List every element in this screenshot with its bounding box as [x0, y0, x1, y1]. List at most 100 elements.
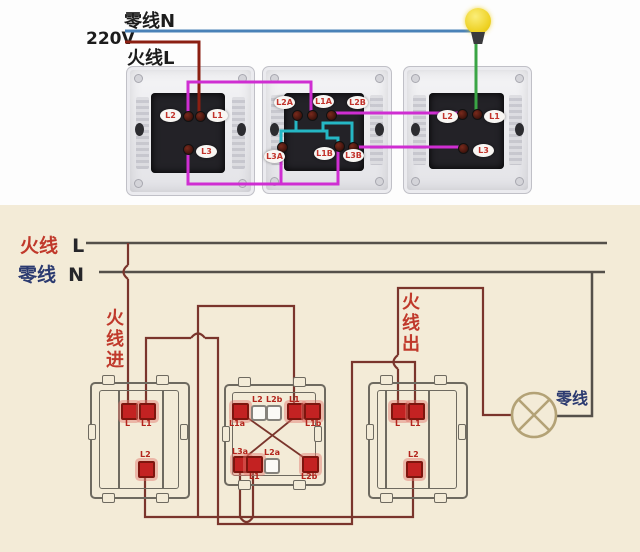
terminal-mid-l1b: [304, 403, 321, 420]
terminal-screw: [292, 110, 303, 121]
schematic-background: [0, 205, 640, 552]
terminal-mid-l2a-unused: [264, 458, 280, 474]
terminal-tag: L3a: [232, 447, 249, 456]
terminal-tag: L2: [252, 395, 263, 404]
terminal-label-l2: L2: [437, 110, 458, 123]
terminal-tag: L2b: [301, 472, 318, 481]
live-bus-label-cn: 火线: [20, 235, 59, 257]
terminal-screw: [307, 110, 318, 121]
terminal-mid-l2b-unused: [266, 405, 282, 421]
bulb-base: [471, 32, 485, 44]
switch-mechanism-3: [429, 93, 504, 169]
terminal-tag: L2b: [266, 395, 283, 404]
plate-side-hole: [515, 123, 524, 136]
live-bus-label: 火线 L: [20, 231, 84, 258]
mounting-tab: [293, 377, 306, 387]
schematic-switch-right-inner: [377, 390, 457, 489]
mounting-tab: [434, 375, 447, 385]
mounting-tab: [102, 493, 115, 503]
terminal-tag: L1a: [229, 419, 246, 428]
terminal-label-l1: L1: [207, 109, 228, 122]
mounting-tab: [238, 377, 251, 387]
plate-side-hole: [375, 123, 384, 136]
side-slot: [88, 424, 96, 440]
terminal-screw: [183, 144, 194, 155]
switch-divider: [118, 390, 120, 488]
mounting-tab: [380, 493, 393, 503]
side-slot: [222, 426, 230, 442]
switch-plate-1: [126, 66, 255, 196]
side-slot: [180, 424, 188, 440]
terminal-label-l3b: L3B: [343, 149, 364, 162]
plate-corner-screw: [270, 74, 279, 83]
terminal-tag: L1b: [305, 419, 322, 428]
terminal-label-l3: L3: [473, 144, 494, 157]
side-slot: [366, 424, 374, 440]
side-slot: [314, 426, 322, 442]
terminal-right-l2: [406, 461, 423, 478]
terminal-tag: L2: [408, 450, 419, 459]
terminal-tag: L1: [410, 419, 421, 428]
switch-divider: [385, 390, 387, 488]
mounting-tab: [102, 375, 115, 385]
plate-corner-screw: [515, 177, 524, 186]
terminal-right-l1: [408, 403, 425, 420]
terminal-left-l2: [138, 461, 155, 478]
light-bulb: [465, 8, 491, 34]
live-in-label: 火线进: [103, 308, 124, 371]
neutral-bus-label-en: N: [68, 264, 84, 286]
terminal-tag: L2a: [264, 448, 281, 457]
plate-corner-screw: [270, 177, 279, 186]
schematic-switch-left: [90, 382, 190, 499]
terminal-mid-l1: [287, 403, 304, 420]
terminal-mid-l2-unused: [251, 405, 267, 421]
mounting-tab: [156, 375, 169, 385]
neutral-bus-label: 零线 N: [18, 260, 84, 287]
terminal-label-l1a: L1A: [313, 95, 334, 108]
terminal-tag: L1: [289, 395, 300, 404]
terminal-mid-l2b: [302, 456, 319, 473]
plate-corner-screw: [238, 74, 247, 83]
neutral-bus-label-cn: 零线: [18, 264, 57, 286]
terminal-screw: [195, 111, 206, 122]
plate-corner-screw: [134, 74, 143, 83]
terminal-screw: [326, 110, 337, 121]
neutral-wire-label: 零线N: [124, 11, 176, 32]
switch-divider: [428, 390, 430, 488]
switch-mechanism-1: [151, 93, 225, 173]
plate-corner-screw: [375, 74, 384, 83]
terminal-label-l1: L1: [484, 110, 505, 123]
terminal-label-l2a: L2A: [274, 96, 295, 109]
plate-side-hole: [411, 123, 420, 136]
terminal-left-l: [121, 403, 138, 420]
plate-side-hole: [270, 123, 279, 136]
mounting-tab: [238, 480, 251, 490]
terminal-mid-l1-bottom: [246, 456, 263, 473]
terminal-mid-l1a: [232, 403, 249, 420]
plate-corner-screw: [515, 74, 524, 83]
terminal-label-l2b: L2B: [347, 96, 368, 109]
mounting-tab: [156, 493, 169, 503]
terminal-screw: [472, 109, 483, 120]
terminal-label-l3: L3: [196, 145, 217, 158]
plate-side-hole: [135, 123, 144, 136]
terminal-label-l2: L2: [160, 109, 181, 122]
side-slot: [458, 424, 466, 440]
mounting-tab: [434, 493, 447, 503]
schematic-switch-right: [368, 382, 468, 499]
mounting-tab: [380, 375, 393, 385]
plate-corner-screw: [411, 177, 420, 186]
terminal-left-l1: [139, 403, 156, 420]
plate-corner-screw: [238, 179, 247, 188]
terminal-label-l3a: L3A: [264, 150, 285, 163]
switch-plate-2: [262, 66, 392, 194]
switch-plate-3: [403, 66, 532, 194]
terminal-screw: [334, 141, 345, 152]
terminal-tag: L: [395, 419, 401, 428]
voltage-label: 220V: [86, 29, 135, 49]
terminal-tag: L1: [249, 472, 260, 481]
terminal-tag: L2: [140, 450, 151, 459]
terminal-screw: [458, 143, 469, 154]
plate-corner-screw: [411, 74, 420, 83]
